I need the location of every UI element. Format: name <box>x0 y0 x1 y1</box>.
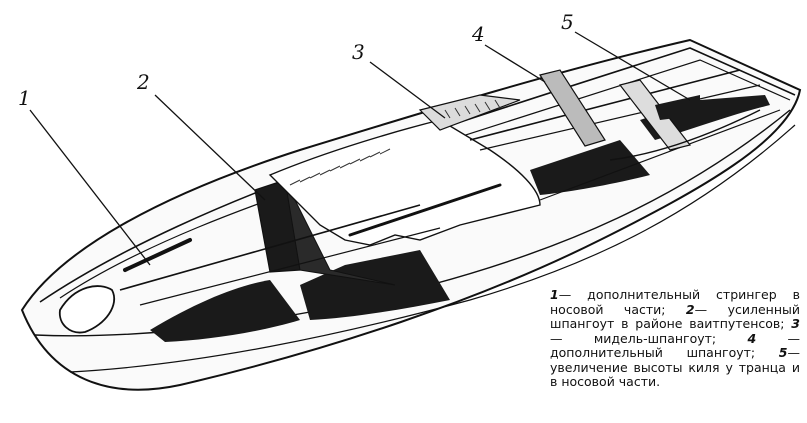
callout-1: 1 <box>18 86 31 110</box>
keel-band <box>609 109 761 161</box>
keel-bottom-line <box>69 124 796 373</box>
leader-4 <box>484 44 546 83</box>
caption-text-5: — увеличение высоты киля у транца и в но… <box>550 345 800 389</box>
caption-num-4: 4 <box>747 330 757 346</box>
caption-num-3: 3 <box>791 316 800 331</box>
floor-dark-mid <box>300 250 450 320</box>
caption-text-2: — усиленный шпангоут в районе ваитпутенс… <box>550 301 800 331</box>
stringer-aft-2 <box>479 84 761 151</box>
floor-dark-aft <box>530 140 650 195</box>
callout-2: 2 <box>137 70 150 94</box>
midship-hatching <box>444 99 501 119</box>
bow-hatch <box>58 285 115 334</box>
floor-dark-bow <box>150 280 300 342</box>
stringer-deck <box>348 183 502 237</box>
caption-text-3: — мидель-шпангоут; <box>550 330 748 346</box>
figure-caption: 1— дополнительный стрингер в носовой час… <box>550 287 800 390</box>
leader-3 <box>369 61 446 119</box>
stringer-lower <box>139 227 441 306</box>
deck-cover <box>268 119 541 246</box>
caption-num-2: 2 <box>685 301 695 317</box>
stringer-aft-3 <box>539 109 781 201</box>
callout-5: 5 <box>561 10 574 34</box>
leader-1 <box>29 109 151 266</box>
stringer-aft-1 <box>469 69 741 141</box>
leader-2 <box>154 94 266 201</box>
deck-hatching <box>289 148 391 186</box>
caption-num-5: 5 <box>778 345 788 360</box>
callout-3: 3 <box>352 40 365 64</box>
transom-keel <box>655 95 700 120</box>
caption-text-1: — дополнительный стрингер в носовой част… <box>550 287 800 317</box>
stringer-upper <box>119 204 421 291</box>
additional-frame <box>539 69 606 147</box>
callout-4: 4 <box>472 22 485 46</box>
caption-num-1: 1 <box>550 287 559 302</box>
caption-text-4: — дополнительный шпангоут; <box>550 330 800 360</box>
leader-5 <box>574 31 691 101</box>
midship-frame <box>418 94 521 131</box>
stringer-bow <box>123 238 192 272</box>
aft-frame <box>618 79 692 151</box>
